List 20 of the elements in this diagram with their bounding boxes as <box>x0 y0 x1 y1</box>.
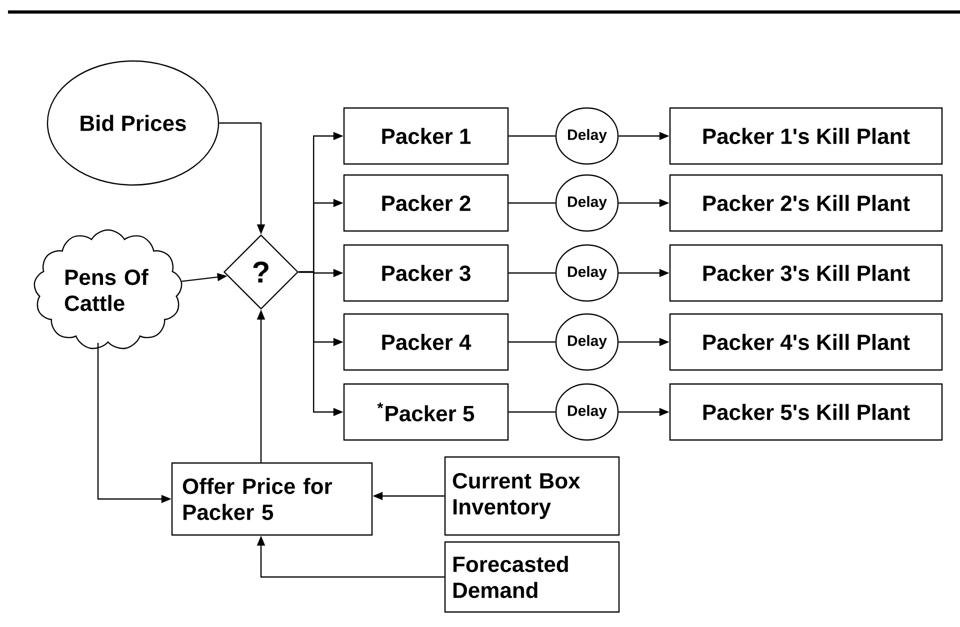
ellipse-node: Bid Prices <box>46 60 220 186</box>
process-box: Packer 1 <box>343 107 509 165</box>
process-box: Packer 5's Kill Plant <box>669 383 943 441</box>
process-box: Offer Price for Packer 5 <box>171 462 373 536</box>
connector-line <box>508 202 556 204</box>
connector-line <box>508 341 556 343</box>
connector-line <box>508 135 556 137</box>
process-box: Packer 2's Kill Plant <box>669 174 943 232</box>
process-box: Packer 2 <box>343 174 509 232</box>
connector-line <box>508 272 556 274</box>
process-box: Packer 3's Kill Plant <box>669 244 943 302</box>
process-box: $^{*}$Packer 5 <box>343 383 509 441</box>
cloud-node: Pens Of Cattle <box>34 229 182 350</box>
process-box: Current Box Inventory <box>444 456 620 536</box>
connector-line <box>508 411 556 413</box>
process-box: Forecasted Demand <box>444 541 620 613</box>
process-box: Packer 4 <box>343 313 509 371</box>
process-box: Packer 1's Kill Plant <box>669 107 943 165</box>
process-box: Packer 3 <box>343 244 509 302</box>
process-box: Packer 4's Kill Plant <box>669 313 943 371</box>
